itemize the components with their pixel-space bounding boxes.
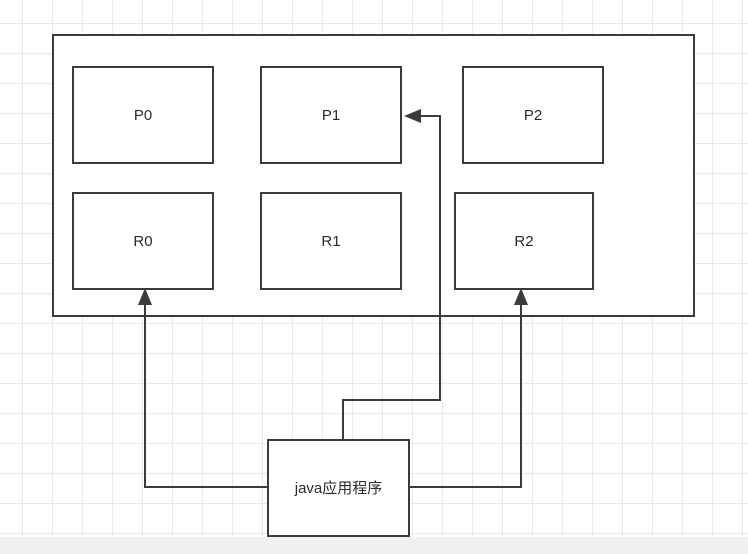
node-r1-label: R1 [321, 232, 341, 250]
node-java-application-label: java应用程序 [294, 479, 383, 497]
edge-app-to-r2[interactable] [410, 288, 528, 488]
node-p0[interactable]: P0 [72, 66, 214, 164]
node-java-application[interactable]: java应用程序 [267, 439, 410, 537]
node-r0-label: R0 [133, 232, 153, 250]
node-p1[interactable]: P1 [260, 66, 402, 164]
edge-app-to-p1[interactable] [342, 109, 441, 439]
node-r2-label: R2 [514, 232, 534, 250]
edge-app-to-r2-line [410, 292, 522, 488]
edge-app-to-p1-arrowhead [404, 109, 421, 123]
edge-app-to-r0-line [144, 292, 267, 488]
node-r2[interactable]: R2 [454, 192, 594, 290]
footer-strip [0, 537, 748, 554]
node-p0-label: P0 [133, 106, 153, 124]
node-p2-label: P2 [523, 106, 543, 124]
edge-app-to-p1-line [342, 115, 441, 439]
node-p1-label: P1 [321, 106, 341, 124]
edge-app-to-r0[interactable] [138, 288, 267, 488]
edge-app-to-r2-arrowhead [514, 288, 528, 305]
edge-app-to-r0-arrowhead [138, 288, 152, 305]
node-r1[interactable]: R1 [260, 192, 402, 290]
node-p2[interactable]: P2 [462, 66, 604, 164]
node-r0[interactable]: R0 [72, 192, 214, 290]
